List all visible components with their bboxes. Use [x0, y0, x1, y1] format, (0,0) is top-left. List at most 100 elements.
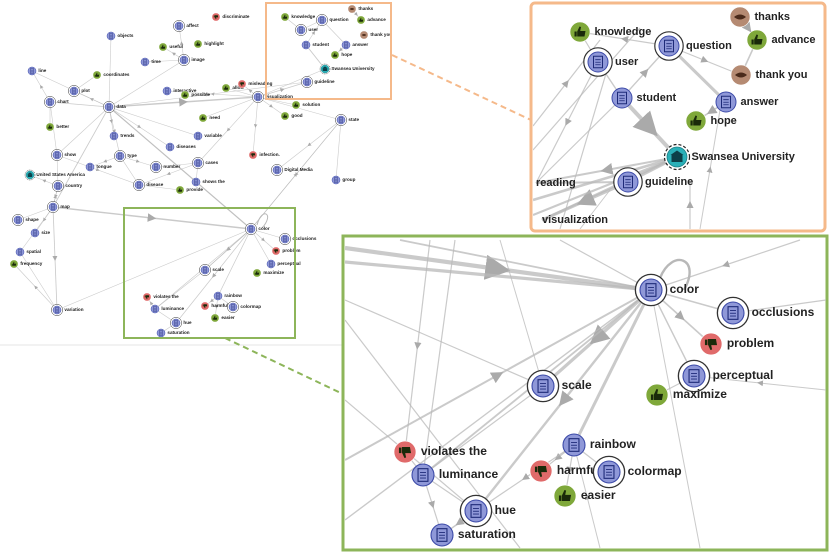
node-hue[interactable]: hue: [459, 494, 516, 528]
node-chart[interactable]: chart: [44, 96, 69, 108]
node-size[interactable]: size: [30, 228, 51, 238]
node-o-student[interactable]: student: [301, 40, 329, 50]
node-digital-media[interactable]: Digital Media: [271, 164, 313, 176]
node-perceptual[interactable]: perceptual: [677, 359, 773, 393]
node-o-guideline[interactable]: guideline: [301, 76, 335, 88]
node-thanks[interactable]: thanks: [729, 6, 790, 28]
node-coordinates[interactable]: coordinates: [92, 70, 130, 80]
node-o-maximize[interactable]: maximize: [252, 268, 285, 278]
node-saturation[interactable]: saturation: [430, 523, 516, 547]
node-image[interactable]: image: [178, 54, 205, 66]
node-hope[interactable]: hope: [685, 110, 737, 132]
node-advance[interactable]: advance: [746, 29, 816, 51]
node-group[interactable]: group: [331, 175, 356, 185]
node-highlight[interactable]: highlight: [193, 39, 224, 49]
node-rainbow[interactable]: rainbow: [562, 433, 637, 457]
node-o-thankyou[interactable]: thank you: [359, 30, 392, 40]
node-interactive[interactable]: interactive: [162, 86, 197, 96]
node-o-perceptual[interactable]: perceptual: [266, 259, 301, 269]
node-violates[interactable]: violates the: [393, 440, 487, 464]
node-answer[interactable]: answer: [715, 91, 779, 113]
node-country[interactable]: country: [52, 180, 83, 192]
node-scale[interactable]: scale: [526, 369, 592, 403]
node-o-color[interactable]: color: [245, 223, 270, 235]
node-state[interactable]: state: [335, 114, 360, 126]
node-o-answer[interactable]: answer: [341, 40, 368, 50]
node-o-problem[interactable]: problem: [271, 246, 301, 256]
node-o-user[interactable]: user: [295, 24, 318, 36]
node-o-saturation[interactable]: saturation: [156, 328, 190, 338]
node-provide[interactable]: provide: [175, 185, 203, 195]
node-misleading[interactable]: misleading: [237, 79, 273, 89]
node-possible[interactable]: possible: [180, 90, 210, 100]
node-solution[interactable]: solution: [291, 100, 320, 110]
node-guideline[interactable]: guideline: [613, 167, 693, 197]
edge: [257, 96, 297, 106]
node-reading[interactable]: reading: [536, 177, 576, 189]
node-better[interactable]: better: [45, 122, 69, 132]
node-line[interactable]: line: [27, 66, 47, 76]
node-type[interactable]: type: [114, 150, 137, 162]
node-time[interactable]: time: [140, 57, 161, 67]
node-maximize[interactable]: maximize: [645, 383, 727, 407]
node-occlusions[interactable]: occlusions: [716, 296, 815, 330]
node-knowledge[interactable]: knowledge: [569, 21, 651, 43]
node-color[interactable]: color: [634, 273, 699, 307]
node-diseases[interactable]: diseases: [165, 142, 196, 152]
node-discriminate[interactable]: discriminate: [211, 12, 250, 22]
node-shows-the[interactable]: shows the: [191, 177, 225, 187]
node-useful[interactable]: useful: [158, 42, 183, 52]
node-tongue[interactable]: tongue: [85, 162, 112, 172]
node-o-question[interactable]: question: [316, 14, 349, 26]
node-label: problem: [282, 248, 300, 253]
node-o-scale[interactable]: scale: [199, 264, 224, 276]
node-need[interactable]: need: [198, 113, 220, 123]
node-o-hue[interactable]: hue: [170, 317, 192, 329]
node-united-states[interactable]: United States America: [24, 169, 85, 181]
node-allow[interactable]: allow: [221, 83, 244, 93]
node-o-violates[interactable]: violates the: [142, 292, 179, 302]
node-affect[interactable]: affect: [173, 20, 199, 32]
node-o-knowledge[interactable]: knowledge: [280, 12, 316, 22]
node-o-luminance[interactable]: luminance: [150, 304, 185, 314]
node-infection[interactable]: infection.: [248, 150, 280, 160]
node-o-colormap[interactable]: colormap: [227, 301, 261, 313]
node-good[interactable]: good: [280, 111, 303, 121]
node-harmful[interactable]: harmful: [529, 459, 601, 483]
node-variation[interactable]: variation: [51, 304, 84, 316]
node-user[interactable]: user: [583, 47, 639, 77]
node-colormap[interactable]: colormap: [592, 455, 682, 489]
node-map[interactable]: map: [47, 201, 70, 213]
node-easier[interactable]: easier: [553, 484, 616, 508]
node-o-hope[interactable]: hope: [330, 50, 353, 60]
node-o-occlusions[interactable]: occlusions: [279, 233, 317, 245]
node-problem[interactable]: problem: [699, 332, 774, 356]
node-objects[interactable]: objects: [106, 31, 134, 41]
edge: [108, 96, 259, 108]
node-disease[interactable]: disease: [133, 179, 164, 191]
node-thankyou[interactable]: thank you: [730, 64, 807, 86]
node-visualization[interactable]: visualization: [252, 91, 293, 103]
node-data[interactable]: data: [103, 101, 126, 113]
node-shape[interactable]: shape: [12, 214, 39, 226]
node-student[interactable]: student: [611, 87, 677, 109]
node-number[interactable]: number: [150, 161, 180, 173]
node-o-harmful[interactable]: harmful: [200, 301, 228, 311]
node-show[interactable]: show: [51, 149, 77, 161]
node-o-thanks[interactable]: thanks: [347, 4, 374, 14]
node-visualization[interactable]: visualization: [542, 214, 608, 226]
node-o-easier[interactable]: easier: [210, 313, 235, 323]
node-plot[interactable]: plot: [68, 85, 90, 97]
node-o-swansea[interactable]: Swansea University: [319, 63, 375, 75]
node-cases[interactable]: cases: [192, 157, 219, 169]
node-o-advance[interactable]: advance: [356, 15, 386, 25]
node-variable[interactable]: variable: [193, 131, 222, 141]
node-spatial[interactable]: spatial: [15, 247, 41, 257]
node-swansea[interactable]: Swansea University: [663, 143, 796, 171]
node-o-rainbow[interactable]: rainbow: [213, 291, 242, 301]
node-frequency[interactable]: frequency: [9, 259, 43, 269]
node-luminance[interactable]: luminance: [411, 463, 499, 487]
node-question[interactable]: question: [654, 31, 732, 61]
node-trends[interactable]: trends: [109, 131, 135, 141]
